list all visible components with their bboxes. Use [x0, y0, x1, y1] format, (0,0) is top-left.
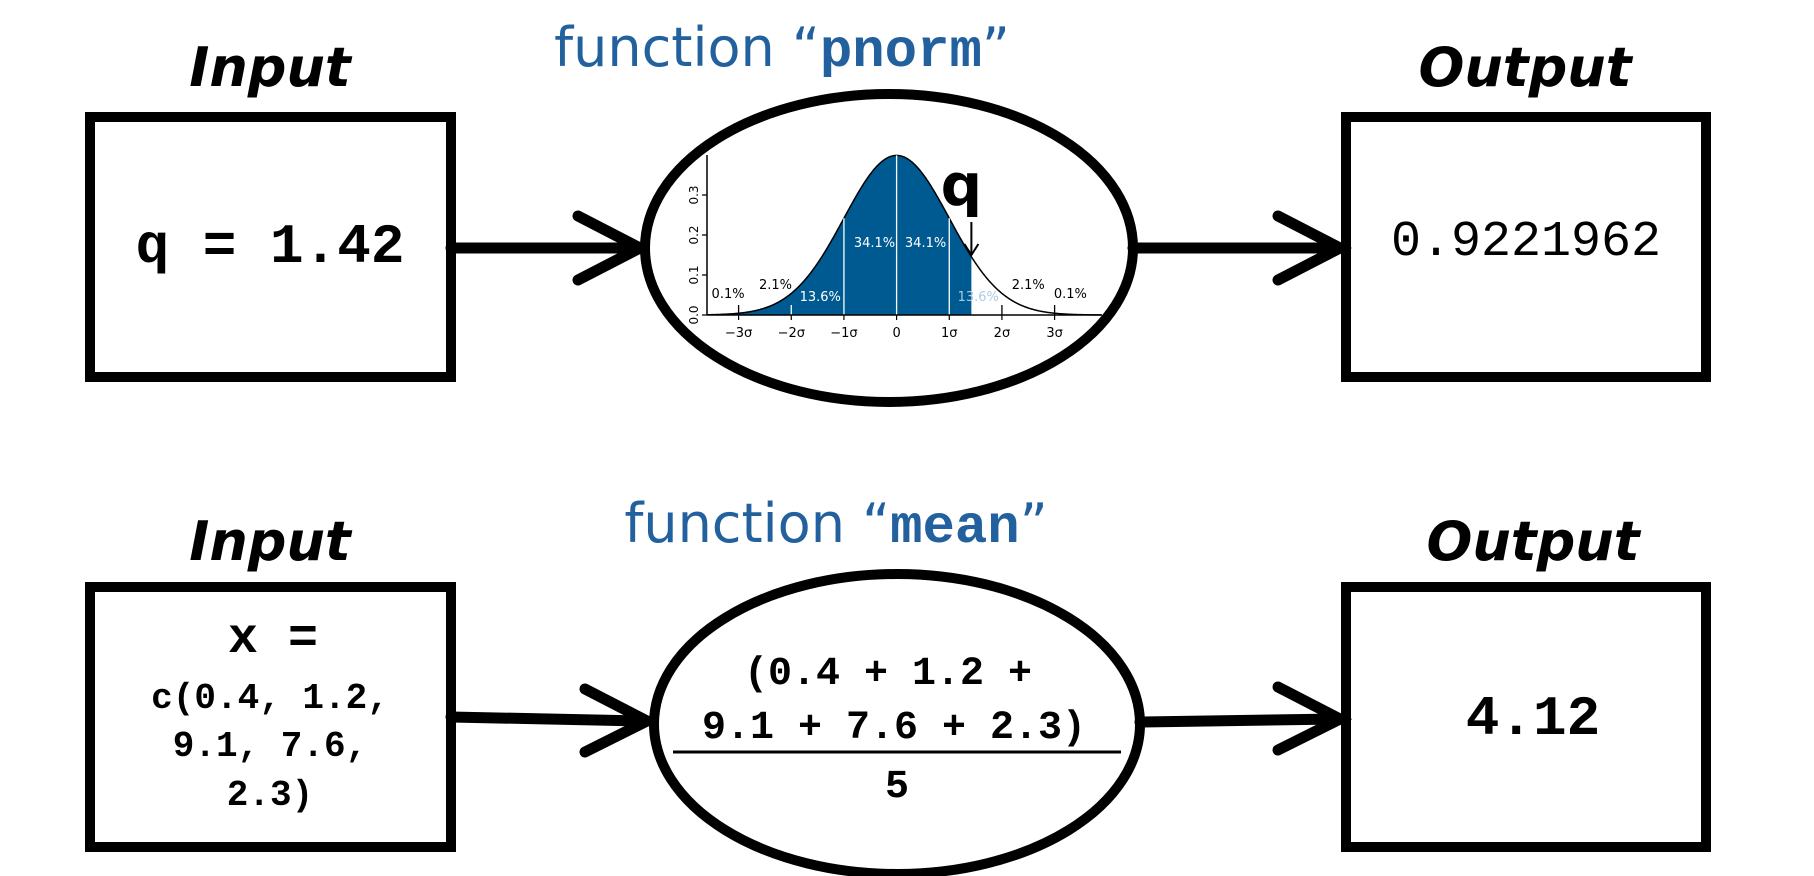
- input-heading-1: Input: [189, 36, 353, 99]
- y-tick-label: 0.0: [687, 305, 701, 324]
- input-heading-2: Input: [189, 510, 353, 573]
- formula-numerator-line1: (0.4 + 1.2 +: [744, 652, 1032, 697]
- region-label: 34.1%: [854, 236, 895, 251]
- normal-curve-chart: −3σ −2σ −1σ 0 1σ 2σ 3σ 0.0 0.1 0.2 0.3 0.1% 2.1% 13.6…: [687, 151, 1102, 341]
- row-mean: Input x = c(0.4, 1.2, 9.1, 7.6, 2.3) fun…: [85, 492, 1711, 876]
- function-label-1: function “pnorm”: [554, 16, 1010, 83]
- output-value-2: 4.12: [1466, 687, 1600, 751]
- input-line-4: 2.3): [227, 775, 313, 816]
- arrow-function-to-output-2: [1134, 681, 1353, 756]
- arrow-input-to-function-2: [445, 683, 660, 758]
- function-label-2: function “mean”: [624, 492, 1047, 559]
- output-heading-1: Output: [1418, 36, 1633, 99]
- input-line-2: c(0.4, 1.2,: [151, 678, 389, 719]
- x-tick-label: 3σ: [1046, 326, 1063, 341]
- input-line-1: x =: [228, 611, 318, 668]
- q-arrow-head: [963, 243, 980, 257]
- input-value-1: q = 1.42: [136, 215, 405, 279]
- row-pnorm: Input q = 1.42 function “pnorm” −3σ −2σ −1…: [85, 16, 1711, 407]
- density-curve: [706, 154, 1101, 316]
- arrow-input-to-function-1: [445, 210, 652, 286]
- arrow-function-to-output-1: [1127, 210, 1352, 286]
- region-label: 13.6%: [958, 290, 999, 305]
- x-tick-label: 0: [892, 326, 900, 341]
- output-box-2: [1341, 582, 1711, 852]
- x-tick-label: −2σ: [778, 326, 805, 341]
- output-box-1: [1341, 112, 1711, 382]
- input-line-3: 9.1, 7.6,: [173, 726, 367, 767]
- region-label: 0.1%: [712, 287, 745, 302]
- x-tick-label: 2σ: [994, 326, 1011, 341]
- shaded-area: [707, 155, 972, 315]
- region-label: 2.1%: [1012, 278, 1045, 293]
- y-tick-label: 0.1: [687, 265, 701, 284]
- formula-numerator-line2: 9.1 + 7.6 + 2.3): [702, 706, 1086, 751]
- y-tick-label: 0.3: [687, 185, 701, 204]
- output-value-1: 0.9221962: [1391, 214, 1661, 271]
- formula-denominator: 5: [885, 765, 909, 810]
- x-tick-label: −3σ: [725, 326, 752, 341]
- region-label: 2.1%: [759, 278, 792, 293]
- x-tick-label: 1σ: [941, 326, 958, 341]
- region-label: 34.1%: [905, 236, 946, 251]
- region-label: 0.1%: [1054, 287, 1087, 302]
- output-heading-2: Output: [1426, 510, 1641, 573]
- y-tick-label: 0.2: [687, 225, 701, 244]
- x-tick-label: −1σ: [830, 326, 857, 341]
- q-label: q: [941, 151, 983, 219]
- region-label: 13.6%: [800, 290, 841, 305]
